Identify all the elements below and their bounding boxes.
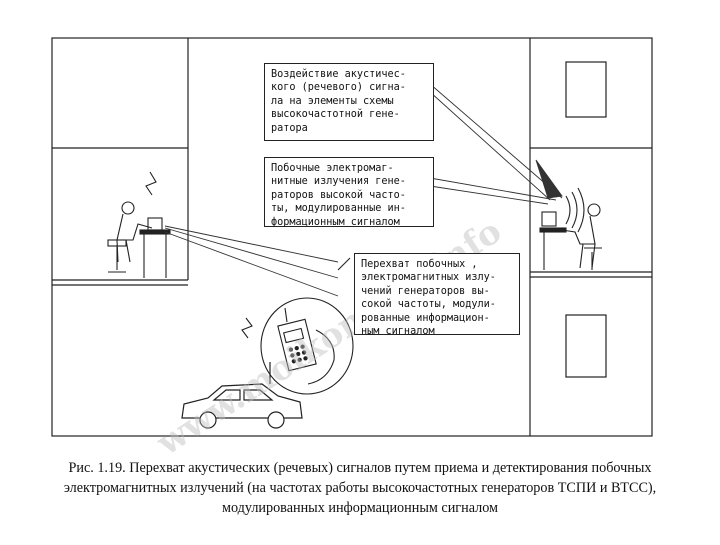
caption-line-1: Рис. 1.19. Перехват акустических (речевы…: [68, 460, 652, 476]
left-building: [52, 38, 189, 286]
label-acoustic-impact: Воздействие акустичес- кого (речевого) с…: [264, 63, 434, 141]
left-operator: [107, 171, 171, 278]
car: [181, 362, 303, 429]
right-operator: [539, 187, 602, 270]
caption-line-3: модулированных информационным сигналом: [221, 500, 499, 516]
window-top: [565, 61, 607, 118]
diagram-frame: [51, 37, 653, 437]
label-side-emissions: Побочные электромаг- нитные излучения ге…: [264, 157, 434, 228]
label-interception: Перехват побочных , электромагнитных изл…: [354, 253, 520, 337]
window-bottom: [565, 314, 607, 378]
caption-line-2: электромагнитных излучений (на частотах …: [63, 480, 657, 496]
signal-beams: [164, 83, 563, 297]
handheld-receiver: [241, 257, 354, 395]
right-building: [529, 38, 652, 436]
figure-caption: Рис. 1.19. Перехват акустических (речевы…: [20, 458, 700, 518]
